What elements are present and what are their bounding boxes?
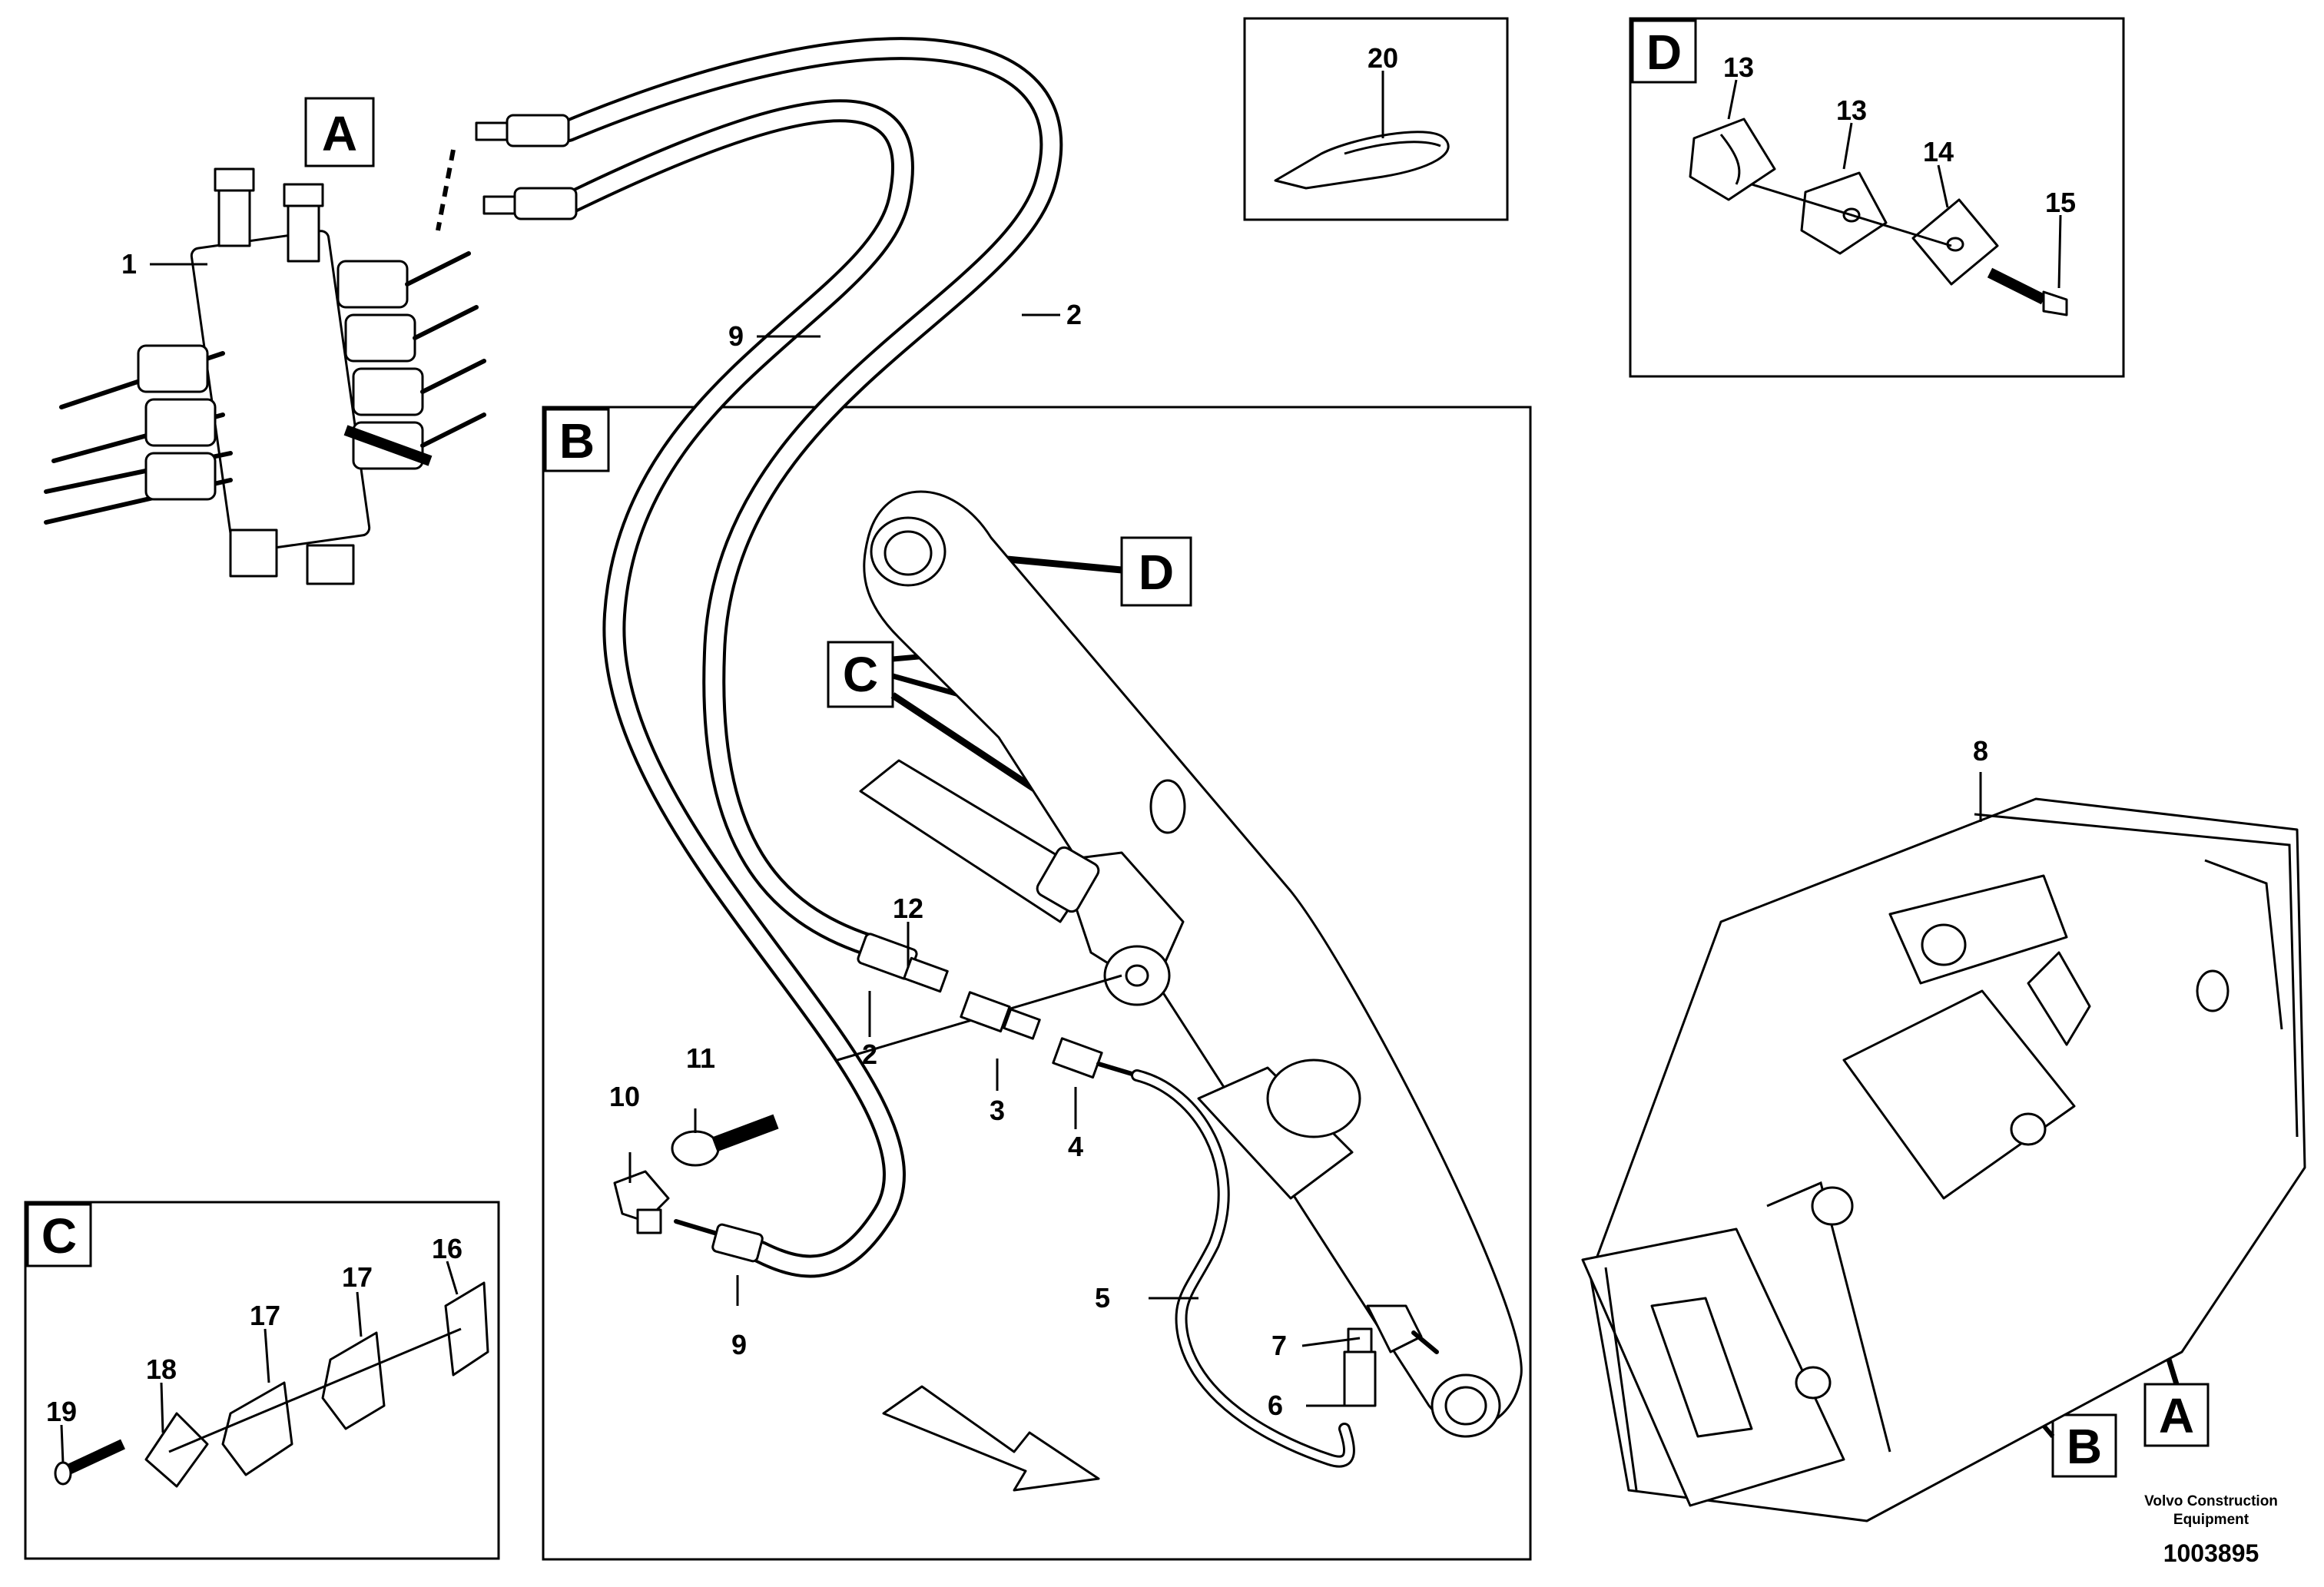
callout-9-hose: 9 xyxy=(728,320,744,352)
label-box-d-frame: D xyxy=(1631,19,1697,84)
label-box-a-machine: A xyxy=(2143,1383,2210,1447)
callout-4: 4 xyxy=(1068,1131,1083,1162)
callout-16: 16 xyxy=(432,1233,462,1264)
fitting-6-7 xyxy=(1343,1304,1439,1407)
svg-text:C: C xyxy=(41,1208,77,1264)
callout-11: 11 xyxy=(686,1042,715,1074)
callout-12: 12 xyxy=(893,893,923,924)
tie-wrap-frame xyxy=(1243,17,1509,221)
callout-19: 19 xyxy=(46,1396,77,1427)
callout-17-a: 17 xyxy=(250,1300,280,1331)
callout-15: 15 xyxy=(2045,187,2076,218)
callout-2-hose: 2 xyxy=(1066,299,1082,330)
label-box-b-machine: B xyxy=(2051,1413,2117,1478)
tube-5 xyxy=(1131,1069,1355,1468)
svg-text:A: A xyxy=(322,106,357,161)
tie-wrap-20 xyxy=(1274,131,1450,190)
detail-c-frame xyxy=(24,1201,500,1560)
callout-1: 1 xyxy=(121,248,137,280)
callout-3: 3 xyxy=(990,1095,1005,1126)
svg-text:C: C xyxy=(843,647,878,702)
callout-18: 18 xyxy=(146,1353,177,1385)
pivot-pin-housing xyxy=(1197,1059,1361,1200)
detail-c-parts xyxy=(54,1281,489,1488)
maker-line-2: Equipment xyxy=(2173,1512,2249,1528)
detail-d-parts xyxy=(1689,118,2068,316)
svg-text:B: B xyxy=(559,413,595,469)
callout-5: 5 xyxy=(1095,1282,1110,1314)
direction-arrow xyxy=(882,1385,1100,1492)
lift-arm-link xyxy=(863,490,1523,1438)
leader-lines xyxy=(60,71,2062,1464)
label-box-d-pointer: D xyxy=(1120,536,1192,607)
svg-text:D: D xyxy=(1139,545,1174,600)
hose-2 xyxy=(557,37,1063,956)
callout-13-b: 13 xyxy=(1836,94,1867,126)
callout-2-fitting: 2 xyxy=(862,1039,877,1070)
callout-9-fitting: 9 xyxy=(731,1329,747,1360)
callout-17-b: 17 xyxy=(342,1261,373,1293)
maker-line-1: Volvo Construction xyxy=(2144,1493,2278,1509)
label-box-b-frame: B xyxy=(544,408,610,472)
callout-13-a: 13 xyxy=(1723,51,1754,83)
fitting-chain xyxy=(837,933,1139,1079)
callout-8: 8 xyxy=(1973,735,1988,767)
callout-20: 20 xyxy=(1368,42,1398,74)
callout-6: 6 xyxy=(1268,1390,1283,1421)
loader-machine-8 xyxy=(1581,797,2306,1522)
detail-b-frame xyxy=(542,406,1532,1561)
label-box-c-frame: C xyxy=(26,1203,92,1267)
label-box-a: A xyxy=(304,97,375,167)
fittings-9-10-11 xyxy=(613,1114,779,1263)
callout-10: 10 xyxy=(609,1081,640,1112)
document-number: 1003895 xyxy=(2163,1539,2259,1567)
svg-text:D: D xyxy=(1646,25,1682,80)
cylinder-12 xyxy=(859,759,1185,1006)
hose-9 xyxy=(557,99,914,1278)
detail-d-frame xyxy=(1629,17,2125,378)
svg-text:A: A xyxy=(2159,1388,2194,1443)
hose-end-fittings-top xyxy=(436,114,578,231)
callout-14: 14 xyxy=(1923,136,1954,167)
svg-text:B: B xyxy=(2067,1419,2102,1474)
control-valve-1 xyxy=(44,167,486,585)
label-box-c-pointer: C xyxy=(827,641,894,708)
callout-7: 7 xyxy=(1271,1330,1287,1361)
